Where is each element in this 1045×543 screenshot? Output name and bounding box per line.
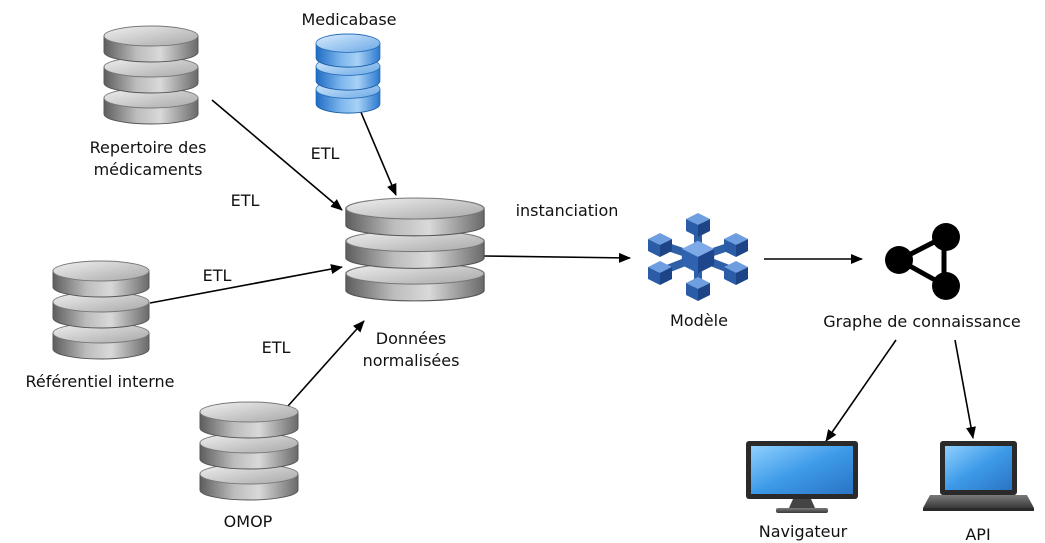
donnees-label-line2: normalisées: [363, 351, 460, 370]
modele-label: Modèle: [670, 311, 728, 330]
laptop-icon: [923, 441, 1034, 511]
share-graph-icon: [885, 223, 960, 300]
edge-omop-to-donnees: [287, 320, 365, 407]
model-cube-top: [686, 213, 710, 237]
edge-graphe-to-navigateur: [825, 339, 897, 442]
instanciation-label: instanciation: [516, 201, 619, 220]
database-icon-omop: [199, 401, 299, 501]
monitor-icon: [746, 441, 858, 513]
edge-referentiel-to-donnees: [149, 264, 343, 304]
model-icon: [648, 213, 748, 301]
database-icon-medicabase: [315, 33, 381, 114]
donnees-label-line1: Données: [376, 329, 446, 348]
database-icon-donnees: [345, 197, 485, 302]
api-label: API: [965, 525, 990, 543]
etl-label-referentiel: ETL: [203, 266, 232, 285]
edge-medicabase-to-donnees: [359, 109, 397, 196]
edges: [149, 99, 976, 442]
medicabase-label: Medicabase: [302, 10, 397, 29]
navigateur-label: Navigateur: [759, 522, 848, 541]
repertoire-label-line2: médicaments: [94, 160, 203, 179]
database-icon-referentiel: [52, 260, 150, 360]
edge-graphe-to-api: [954, 339, 976, 439]
database-icon-repertoire: [103, 25, 199, 125]
etl-label-repertoire: ETL: [231, 191, 260, 210]
etl-label-medicabase: ETL: [311, 144, 340, 163]
referentiel-label: Référentiel interne: [25, 372, 174, 391]
edge-donnees-to-modele: [483, 252, 631, 263]
etl-label-omop: ETL: [262, 338, 291, 357]
omop-label: OMOP: [224, 512, 273, 531]
edge-repertoire-to-donnees: [211, 99, 343, 211]
graphe-label: Graphe de connaissance: [823, 312, 1020, 331]
repertoire-label-line1: Repertoire des: [90, 138, 207, 157]
